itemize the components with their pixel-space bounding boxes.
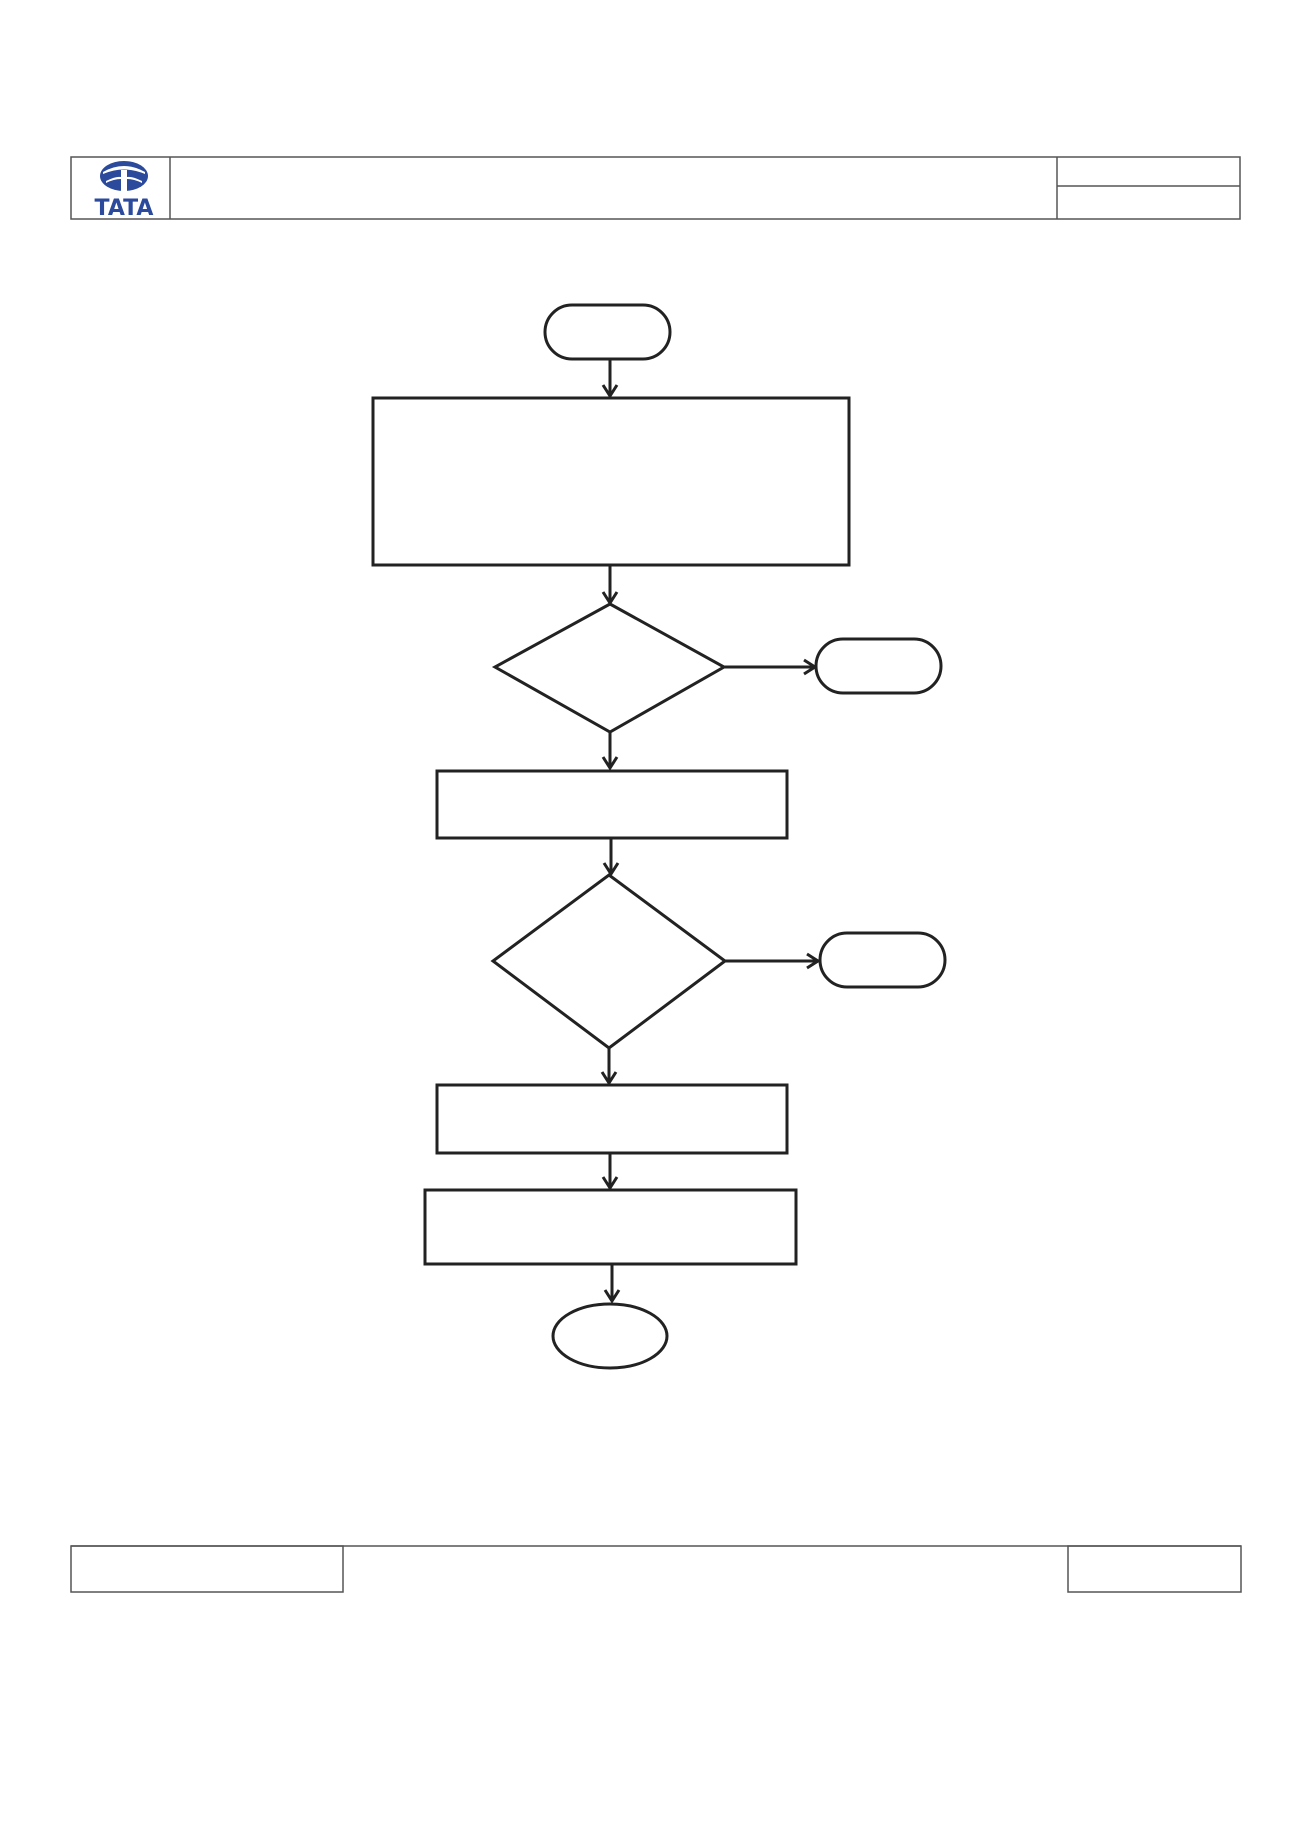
logo-wordmark: TATA	[95, 196, 154, 221]
footer-table	[70, 1545, 1242, 1593]
arrow-decision-1-to-exit-1	[724, 658, 818, 676]
arrow-step-3-to-step-4	[601, 1153, 619, 1191]
process-step-1	[371, 396, 851, 567]
flowchart	[371, 303, 947, 1370]
tata-logo: TATA	[95, 161, 154, 221]
arrow-step-4-to-end	[603, 1264, 621, 1304]
decision-2-diamond	[490, 873, 728, 1050]
footer-left-cell	[70, 1545, 344, 1593]
exit-2-terminal	[818, 931, 947, 989]
end-terminal	[551, 1302, 669, 1370]
arrow-start-to-step-1	[601, 359, 619, 399]
arrow-decision-2-to-exit-2	[725, 952, 821, 970]
header-table: TATA	[70, 156, 1241, 221]
arrow-step-1-to-decision-1	[601, 565, 619, 606]
exit-1-terminal	[814, 637, 943, 695]
arrow-step-2-to-decision-2	[602, 838, 620, 877]
arrow-decision-1-to-step-2	[601, 732, 619, 771]
decision-1-diamond	[491, 602, 728, 734]
tata-logo-icon	[100, 161, 148, 191]
start-terminal	[543, 303, 672, 361]
process-step-4	[423, 1188, 798, 1266]
process-step-3	[435, 1083, 789, 1155]
header-frame	[70, 156, 1241, 220]
arrow-decision-2-to-step-3	[600, 1048, 618, 1086]
process-step-2	[435, 769, 789, 840]
footer-right-cell	[1067, 1545, 1242, 1593]
